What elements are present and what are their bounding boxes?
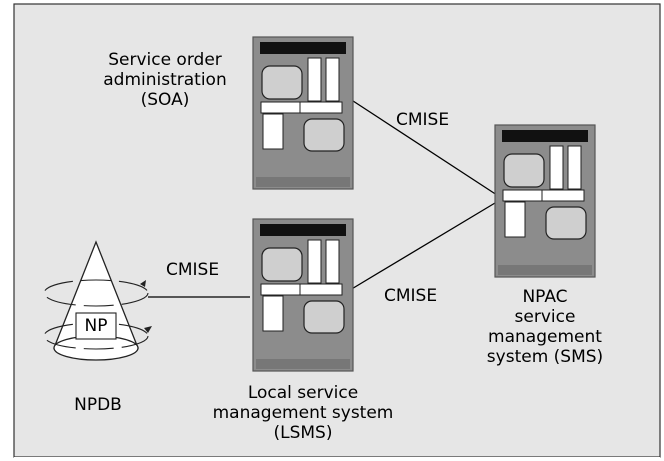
soa-server-icon xyxy=(252,36,354,190)
link-soa-npac xyxy=(349,98,501,198)
bottom-strip xyxy=(14,457,660,461)
npac-label: NPAC service management system (SMS) xyxy=(486,287,604,367)
lsms-server-icon xyxy=(252,218,354,372)
lsms-label: Local service management system (LSMS) xyxy=(212,383,394,443)
cmise-label-soa-npac: CMISE xyxy=(396,110,450,130)
npdb-cone-icon xyxy=(43,240,152,361)
cmise-label-npdb-lsms: CMISE xyxy=(166,260,220,280)
npdb-symbol-text: NP xyxy=(84,316,108,336)
npac-server-icon xyxy=(494,124,596,278)
cmise-label-lsms-npac: CMISE xyxy=(384,286,438,306)
soa-label: Service order administration (SOA) xyxy=(103,50,227,110)
npdb-label: NPDB xyxy=(74,395,122,415)
link-lsms-npac xyxy=(349,199,501,291)
